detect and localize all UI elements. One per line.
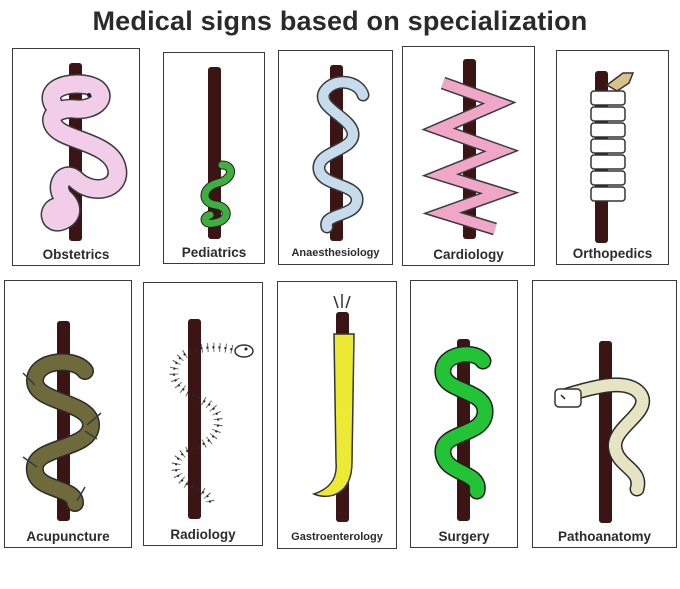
panel-label: Gastroenterology [291, 531, 383, 543]
panel-obstetrics: Obstetrics [12, 48, 140, 266]
rod-with-bandaged-snake-icon [590, 71, 635, 243]
panel-orthopedics: Orthopedics [556, 50, 669, 265]
panel-label: Anaesthesiology [291, 247, 380, 259]
panel-label: Cardiology [433, 247, 504, 262]
panel-label: Pediatrics [181, 245, 247, 260]
rod-with-pierced-snake-icon [22, 321, 102, 521]
panel-label: Surgery [438, 529, 490, 544]
panel-anaesthesiology: Anaesthesiology [278, 50, 393, 265]
rod-with-skeleton-snake-icon [169, 319, 254, 519]
panel-pathoanatomy: Pathoanatomy [532, 280, 677, 548]
panel-cardiology: Cardiology [402, 46, 535, 266]
rod-with-small-snake-icon [200, 67, 235, 239]
rod-with-sleepy-snake-icon [312, 65, 370, 241]
panel-gastroenterology: Gastroenterology [277, 281, 397, 549]
panel-label: Radiology [170, 527, 236, 542]
panel-label: Orthopedics [572, 246, 653, 261]
rod-with-swallowing-snake-icon [311, 294, 355, 522]
panel-surgery: Surgery [410, 280, 518, 548]
panel-acupuncture: Acupuncture [4, 280, 132, 548]
rod-with-zigzag-snake-icon [421, 59, 520, 239]
rod-with-pregnant-snake-icon [40, 63, 128, 241]
rod-with-green-snake-icon [434, 339, 494, 521]
panel-radiology: Radiology [143, 282, 263, 546]
rod-with-dead-snake-icon [554, 341, 651, 523]
panel-label: Obstetrics [42, 247, 110, 262]
page-title: Medical signs based on specialization [92, 6, 588, 36]
panel-pediatrics: Pediatrics [163, 52, 265, 264]
panel-label: Pathoanatomy [557, 529, 652, 544]
panel-label: Acupuncture [26, 529, 110, 544]
